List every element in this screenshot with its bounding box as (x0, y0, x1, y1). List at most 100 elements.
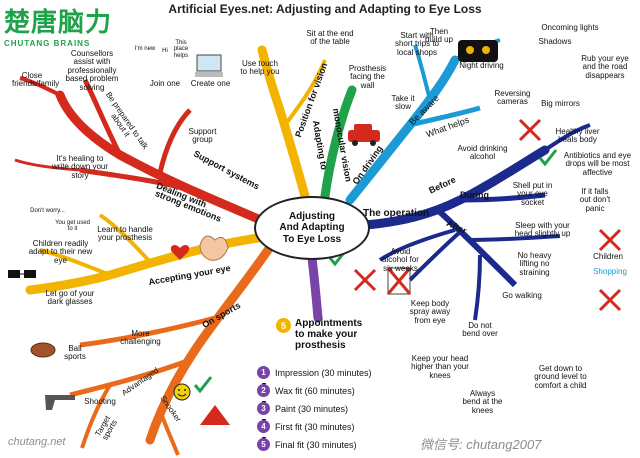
computer-icon (195, 54, 223, 77)
smiley-icon (173, 383, 191, 401)
appointments-heading-1: Appointments (295, 318, 363, 329)
label-shadows: Shadows (538, 37, 572, 46)
cross-icons (353, 118, 622, 312)
yellow-branch-children (39, 248, 111, 277)
label-rub-eye: Rub your eye and the road disappears (581, 54, 629, 80)
label-healing: It's healing to write down your story (51, 154, 109, 180)
orange-branch-snooker (158, 409, 180, 456)
step-number: 1 (257, 366, 270, 379)
label-create-one: Create one (190, 79, 231, 88)
hand-icon (199, 235, 229, 261)
driving-branch (345, 55, 460, 205)
label-get-down: Get down to ground level to comfort a ch… (534, 364, 587, 390)
appointments-heading: Appointments to make your prosthesis (295, 318, 362, 351)
step-2: 2 Wax fit (60 minutes) (257, 384, 355, 397)
appointments-branch (307, 253, 323, 323)
snooker-rack-icon (200, 405, 230, 425)
adapting-branch (320, 85, 357, 201)
label-hi: Hi (162, 48, 168, 54)
label-close-friends: Close friends/family (12, 71, 60, 89)
appointments-heading-3: prosthesis (295, 340, 346, 351)
label-sit-end: Sit at the end of the table (306, 29, 354, 47)
label-you-get-used: You get used to it (55, 220, 90, 233)
step-label: Impression (30 minutes) (275, 367, 372, 378)
label-reversing: Reversing cameras (494, 89, 531, 107)
label-then-build: Then build up (424, 27, 454, 45)
position-branch (257, 45, 310, 201)
label-always-bend: Always bend at the knees (462, 389, 503, 415)
red-branch-main (55, 90, 270, 227)
logo: 楚唐脑力 CHUTANG BRAINS (4, 2, 112, 48)
step-number: 4 (257, 420, 270, 433)
operation-after (437, 209, 518, 288)
label-keep-spray: Keep body spray away from eye (409, 299, 451, 325)
label-more-challenging: More challenging (120, 329, 161, 347)
label-do-not-bend: Do not bend over (462, 321, 498, 339)
label-dark-glasses: Let go of your dark glasses (45, 289, 95, 307)
watermark-right: 微信号: chutang2007 (420, 437, 542, 452)
glasses-icon (8, 270, 36, 278)
label-this-place: This place helps (173, 40, 189, 59)
central-node: Adjusting And Adapting To Eye Loss (254, 196, 370, 260)
operation-spray (408, 230, 462, 282)
branch-operation: The operation (363, 208, 430, 219)
label-learn: Learn to handle your prosthesis (97, 225, 153, 243)
label-go-walking: Go walking (502, 291, 542, 300)
appointments-heading-2: to make your (295, 329, 358, 340)
step-label: Paint (30 minutes) (275, 403, 349, 414)
ball-icon (30, 342, 56, 358)
step-1: 1 Impression (30 minutes) (257, 366, 372, 379)
label-avoid-alcohol-6: Avoid alcohol for six weeks (382, 247, 419, 273)
yellow-branch-learn (98, 213, 152, 264)
step-label: Final fit (30 minutes) (275, 439, 357, 450)
label-start-short: Start with short trips to local shops (394, 31, 439, 57)
orange-branch-target (80, 383, 112, 449)
step-number: 5 (257, 438, 270, 451)
step-3: 3 Paint (30 minutes) (257, 402, 348, 415)
operation-avoid (378, 228, 456, 262)
appointments-badge: 5 (276, 318, 291, 333)
center-line2: And Adapting (279, 222, 345, 234)
car-icon (348, 124, 380, 146)
label-antibiotics: Antibiotics and eye drops will be most a… (563, 151, 632, 177)
diagram-title: Artificial Eyes.net: Adjusting and Adapt… (168, 2, 482, 16)
step-number: 2 (257, 384, 270, 397)
label-night-driving: Night driving (459, 61, 504, 70)
center-line3: To Eye Loss (282, 233, 342, 245)
operation-sleep (469, 234, 561, 242)
step-4: 4 First fit (30 minutes) (257, 420, 355, 433)
orange-branch-challenging (79, 315, 216, 348)
operation-during (459, 192, 546, 203)
red-branch-friends (19, 76, 61, 97)
gun-icon (45, 395, 75, 410)
label-shopping: Shopping (593, 267, 627, 276)
branch-during: During (460, 190, 489, 200)
logo-cn: 楚唐脑力 (4, 8, 113, 38)
label-shooting: Shooting (84, 397, 116, 406)
red-branch-counsel (82, 78, 123, 157)
label-no-heavy: No heavy lifting no straining (517, 251, 552, 277)
step-label: Wax fit (60 minutes) (275, 385, 355, 396)
label-ball-sports: Ball sports (64, 344, 86, 362)
label-keep-head: Keep your head higher than your knees (411, 354, 469, 380)
label-children: Children readily adapt to their new eye (28, 239, 93, 265)
label-im-new: I'm new (134, 46, 156, 52)
label-take-slow: Take it slow (391, 94, 415, 112)
label-prosthesis-wall: Prosthesis facing the wall (348, 64, 387, 90)
logo-en: CHUTANG BRAINS (4, 39, 91, 48)
center-line1: Adjusting (288, 210, 336, 222)
red-branch-healing (14, 158, 81, 172)
red-branch-group (157, 108, 192, 174)
position-branch-table (283, 59, 327, 127)
label-healthy-liver: Healthy liver heals body (555, 127, 600, 145)
driving-branch-start (413, 44, 432, 101)
operation-antibiotics (543, 123, 591, 152)
step-label: First fit (30 minutes) (275, 421, 355, 432)
label-touch: Use touch to help you (240, 59, 280, 77)
heart-icon (170, 245, 190, 260)
wine-glass-icon (386, 267, 412, 295)
label-oncoming: Oncoming lights (541, 23, 599, 32)
driving-branch-helps (409, 105, 481, 128)
